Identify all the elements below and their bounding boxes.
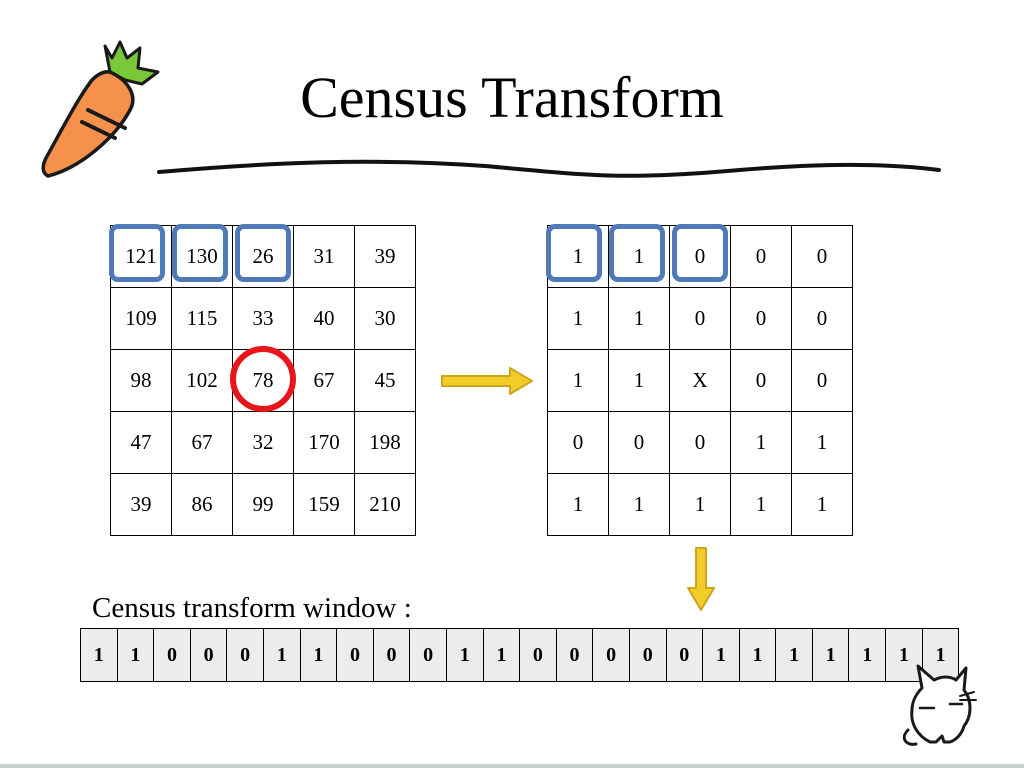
bit-cell: 1 xyxy=(547,473,609,536)
pixel-cell: 170 xyxy=(293,411,355,474)
census-window-caption: Census transform window : xyxy=(92,592,412,624)
grid-row: 1 1 1 1 1 xyxy=(547,473,853,536)
grid-row: 1 1 0 0 0 xyxy=(547,287,853,350)
bit-cell-center: X xyxy=(669,349,731,412)
bit-cell: 0 xyxy=(669,411,731,474)
pixel-cell: 30 xyxy=(354,287,416,350)
pixel-cell: 98 xyxy=(110,349,172,412)
bit-string-cell: 1 xyxy=(775,628,813,682)
bit-string-cell: 0 xyxy=(519,628,557,682)
pixel-cell: 115 xyxy=(171,287,233,350)
grid-row: 1 1 X 0 0 xyxy=(547,349,853,412)
bit-string-cell: 1 xyxy=(299,628,338,682)
pixel-cell: 33 xyxy=(232,287,294,350)
bit-string-cell: 1 xyxy=(702,628,740,682)
census-bit-string: 1 1 0 0 0 1 1 0 0 0 1 1 0 0 0 0 0 1 1 1 … xyxy=(80,628,960,682)
bit-cell: 1 xyxy=(608,473,670,536)
bit-string-cell: 0 xyxy=(226,628,264,682)
pixel-cell: 159 xyxy=(293,473,355,536)
bit-string-cell: 1 xyxy=(262,628,301,682)
bit-string-cell: 1 xyxy=(116,628,155,682)
grid-row: 47 67 32 170 198 xyxy=(110,411,416,474)
highlight-box xyxy=(235,224,291,282)
bit-string-cell: 0 xyxy=(592,628,630,682)
pixel-cell: 39 xyxy=(110,473,172,536)
highlight-box xyxy=(609,224,665,282)
bit-string-cell: 0 xyxy=(189,628,228,682)
bit-string-cell: 1 xyxy=(482,628,521,682)
bit-string-cell: 1 xyxy=(738,628,777,682)
highlight-box xyxy=(109,224,165,282)
bit-string-cell: 1 xyxy=(80,628,118,682)
pixel-cell: 45 xyxy=(354,349,416,412)
bit-string-cell: 0 xyxy=(409,628,447,682)
bit-cell: 0 xyxy=(547,411,609,474)
bit-string-cell: 1 xyxy=(445,628,484,682)
pixel-cell: 99 xyxy=(232,473,294,536)
pixel-cell: 198 xyxy=(354,411,416,474)
grid-row: 109 115 33 40 30 xyxy=(110,287,416,350)
center-pixel-circle xyxy=(230,346,296,412)
pixel-cell: 47 xyxy=(110,411,172,474)
arrow-right-icon xyxy=(441,367,533,395)
bit-cell: 1 xyxy=(791,411,853,474)
pixel-cell: 40 xyxy=(293,287,355,350)
highlight-box xyxy=(172,224,228,282)
bit-cell: 0 xyxy=(730,225,792,288)
pixel-cell: 67 xyxy=(293,349,355,412)
bit-cell: 1 xyxy=(547,287,609,350)
bit-string-cell: 0 xyxy=(555,628,594,682)
bit-string-cell: 0 xyxy=(336,628,374,682)
bit-string-cell: 0 xyxy=(628,628,667,682)
pixel-cell: 39 xyxy=(354,225,416,288)
bit-string-cell: 1 xyxy=(848,628,887,682)
pixel-cell: 86 xyxy=(171,473,233,536)
bit-cell: 0 xyxy=(608,411,670,474)
bit-cell: 1 xyxy=(547,349,609,412)
bit-string-row: 1 1 0 0 0 1 1 0 0 0 1 1 0 0 0 0 0 1 1 1 … xyxy=(80,628,960,682)
pixel-cell: 102 xyxy=(171,349,233,412)
bit-cell: 0 xyxy=(730,287,792,350)
footer-divider xyxy=(0,764,1024,768)
pixel-cell: 67 xyxy=(171,411,233,474)
arrow-down-icon xyxy=(687,547,715,611)
pixel-cell: 109 xyxy=(110,287,172,350)
grid-row: 39 86 99 159 210 xyxy=(110,473,416,536)
highlight-box xyxy=(546,224,602,282)
bit-cell: 0 xyxy=(791,349,853,412)
carrot-icon xyxy=(41,40,160,178)
pixel-cell: 210 xyxy=(354,473,416,536)
cat-icon xyxy=(902,664,977,746)
grid-row: 0 0 0 1 1 xyxy=(547,411,853,474)
slide-title: Census Transform xyxy=(300,65,724,130)
bit-cell: 1 xyxy=(608,349,670,412)
bit-cell: 0 xyxy=(791,287,853,350)
bit-cell: 1 xyxy=(730,473,792,536)
bit-string-cell: 0 xyxy=(153,628,191,682)
bit-cell: 0 xyxy=(669,287,731,350)
title-underline xyxy=(157,159,941,178)
bit-cell: 1 xyxy=(608,287,670,350)
pixel-cell: 32 xyxy=(232,411,294,474)
bit-string-cell: 1 xyxy=(885,628,923,682)
pixel-window-grid: 121 130 26 31 39 109 115 33 40 30 98 102… xyxy=(110,225,416,536)
bit-cell: 0 xyxy=(791,225,853,288)
bit-cell: 1 xyxy=(730,411,792,474)
bit-cell: 1 xyxy=(791,473,853,536)
bit-cell: 0 xyxy=(730,349,792,412)
highlight-box xyxy=(672,224,728,282)
bit-string-cell: 1 xyxy=(921,628,960,682)
bit-cell: 1 xyxy=(669,473,731,536)
bit-string-cell: 0 xyxy=(665,628,704,682)
bit-string-cell: 1 xyxy=(811,628,850,682)
pixel-cell: 31 xyxy=(293,225,355,288)
bit-string-cell: 0 xyxy=(372,628,411,682)
